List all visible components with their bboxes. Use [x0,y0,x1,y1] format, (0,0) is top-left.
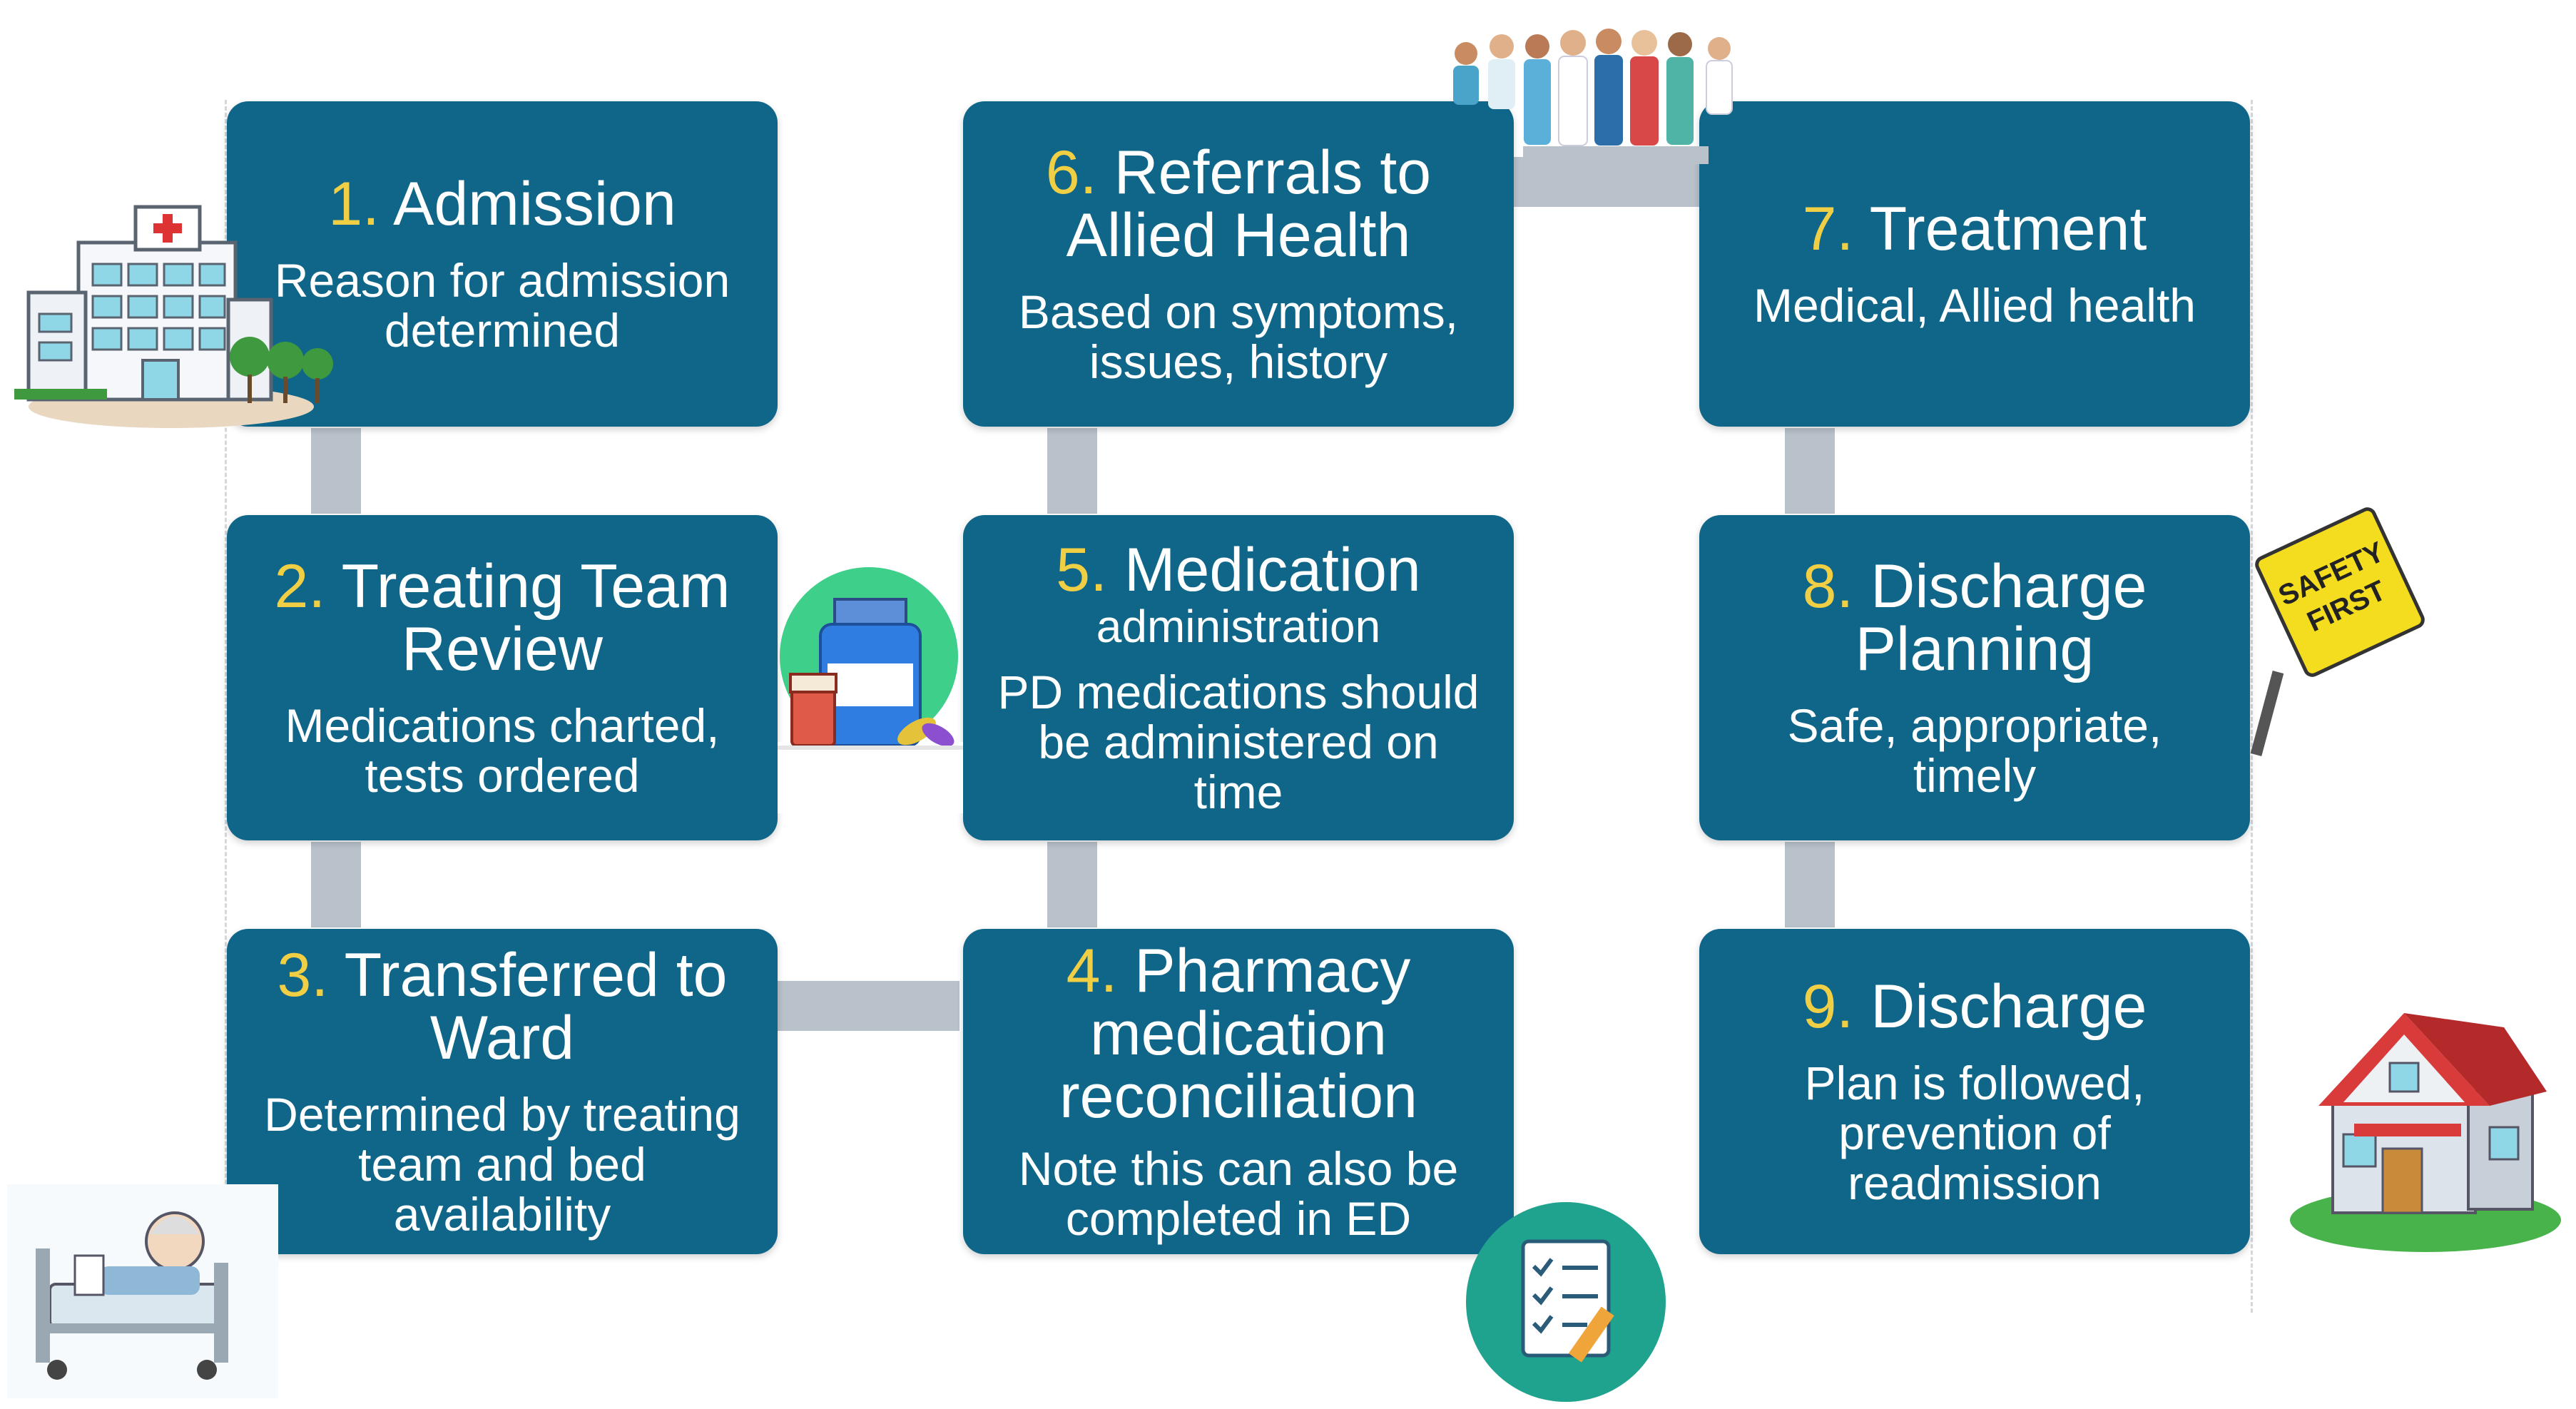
step-7-treatment: 7. Treatment Medical, Allied health [1699,101,2250,427]
connector-8-9 [1785,842,1835,927]
step-title-text: Medication [1124,536,1421,604]
step-4-pharmacy-reconciliation: 4. Pharmacy medication reconciliation No… [963,929,1514,1254]
step-title-text: Admission [393,170,676,238]
step-number: 1. [328,170,380,238]
house-icon [2290,1013,2561,1252]
step-title: 4. Pharmacy medication reconciliation [992,940,1485,1128]
checklist-icon [1466,1202,1666,1402]
step-number: 7. [1802,195,1854,263]
step-title-text: Pharmacy medication reconciliation [1059,937,1417,1131]
step-title-text: Referrals to Allied Health [1066,138,1432,270]
step-description: PD medications should be administered on… [997,666,1480,818]
step-title-text: Treating Team Review [341,552,730,683]
step-title: 6. Referrals to Allied Health [992,141,1485,267]
connector-1-2 [311,428,361,514]
connector-5-6 [1047,428,1097,514]
step-8-discharge-planning: 8. Discharge Planning Safe, appropriate,… [1699,515,2250,840]
connector-7-8 [1785,428,1835,514]
step-description: Determined by treating team and bed avai… [264,1088,740,1241]
step-description: Medications charted, tests ordered [285,699,720,802]
step-title: 2. Treating Team Review [255,555,749,681]
step-title: 3. Transferred to Ward [255,944,749,1069]
step-title: 9. Discharge [1803,975,2147,1038]
connector-2-3 [311,842,361,927]
step-number: 5. [1056,536,1107,604]
step-title: 5. Medication [1056,539,1421,601]
step-title-text: Transferred to Ward [344,941,728,1072]
step-number: 4. [1066,937,1118,1005]
step-number: 6. [1045,138,1097,207]
step-title: 7. Treatment [1803,198,2147,260]
connector-3-4 [778,981,959,1031]
medicine-bottle-icon [778,567,963,813]
step-subtitle: administration [1096,601,1381,652]
step-title-text: Discharge Planning [1855,552,2147,683]
step-description: Based on symptoms, issues, history [1018,285,1459,388]
step-description: Plan is followed, prevention of readmiss… [1804,1057,2145,1209]
step-number: 2. [274,552,326,621]
step-title-text: Treatment [1869,195,2147,263]
guide-line-left [225,100,227,1313]
healthcare-staff-icon [1453,29,1733,164]
step-number: 3. [277,941,329,1009]
step-description: Reason for admission determined [274,254,730,357]
step-3-transferred-to-ward: 3. Transferred to Ward Determined by tre… [227,929,778,1254]
step-description: Note this can also be completed in ED [1018,1142,1459,1245]
connector-4-5 [1047,842,1097,927]
step-number: 8. [1802,552,1854,621]
step-6-referrals-allied-health: 6. Referrals to Allied Health Based on s… [963,101,1514,427]
step-9-discharge: 9. Discharge Plan is followed, preventio… [1699,929,2250,1254]
guide-line-right [2251,100,2253,1313]
step-5-medication-administration: 5. Medication administration PD medicati… [963,515,1514,840]
hospital-icon [14,205,333,428]
step-title: 8. Discharge Planning [1728,555,2221,681]
connector-6-7 [1511,157,1704,207]
step-description: Safe, appropriate, timely [1787,699,2162,802]
safety-first-sign-icon: SAFETY FIRST [2250,507,2425,757]
step-2-treating-team-review: 2. Treating Team Review Medications char… [227,515,778,840]
step-title-text: Discharge [1870,972,2147,1041]
step-title: 1. Admission [328,173,676,235]
step-number: 9. [1802,972,1854,1041]
step-description: Medical, Allied health [1753,279,2196,332]
patient-bed-icon [7,1184,278,1398]
